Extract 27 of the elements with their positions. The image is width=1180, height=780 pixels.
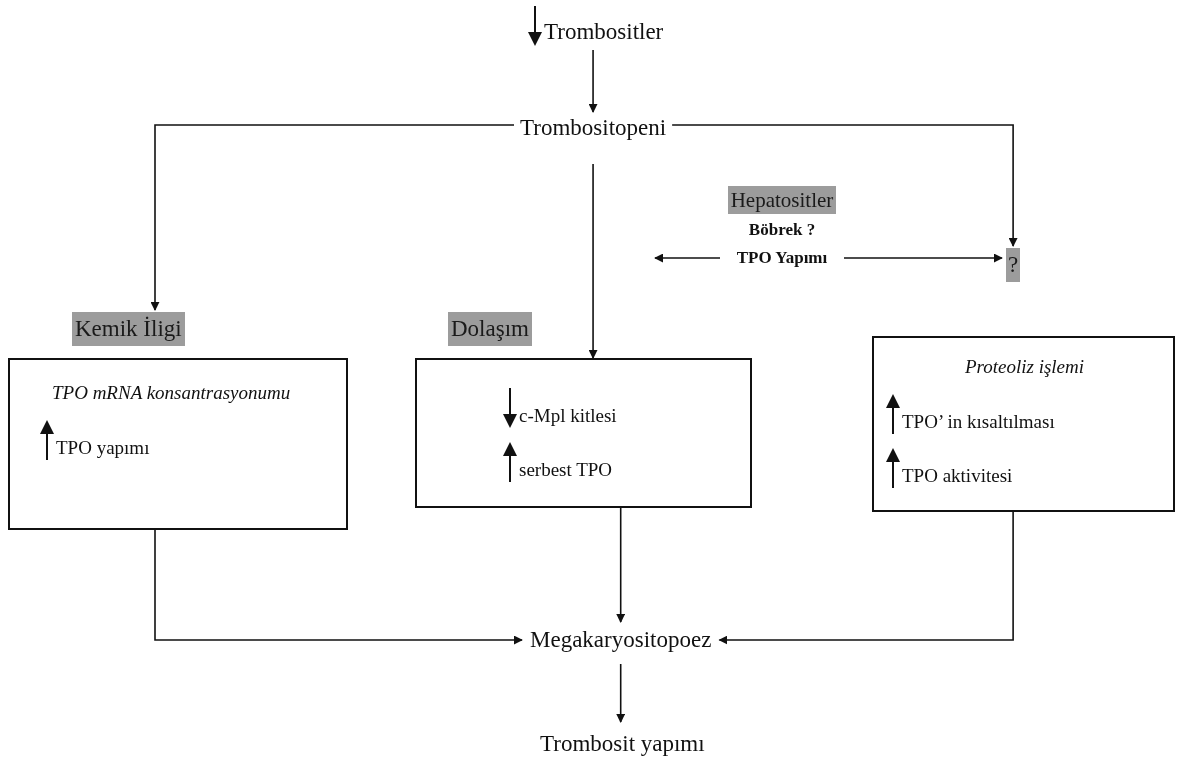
- highlighted-label: Hepatositler: [727, 186, 837, 214]
- node-label: TPO yapımı: [56, 436, 150, 460]
- node-label: c-Mpl kitlesi: [519, 404, 617, 428]
- arrow: [671, 124, 1018, 247]
- arrow: [588, 49, 598, 113]
- node-label: TPO’ in kısaltılması: [902, 410, 1055, 434]
- node-label: TPO mRNA konsantrasyonumu: [52, 381, 292, 405]
- arrow: [843, 253, 1003, 263]
- node-label: Proteoliz işlemi: [963, 355, 1086, 379]
- node-label: Megakaryositopoez: [530, 626, 712, 654]
- node-label: TPO aktivitesi: [902, 464, 1013, 488]
- arrow: [654, 253, 721, 263]
- arrow: [154, 529, 523, 645]
- node-label: Böbrek ?: [748, 219, 816, 241]
- node-label: Trombositopeni: [520, 114, 667, 142]
- arrow: [588, 163, 598, 359]
- node-label: Trombositler: [544, 18, 664, 46]
- section-heading: Dolaşım: [448, 312, 532, 346]
- node-label: Trombosit yapımı: [540, 730, 705, 758]
- section-heading: Kemik İligi: [72, 312, 185, 346]
- arrow: [718, 511, 1014, 645]
- arrow: [616, 663, 626, 723]
- node-label: serbest TPO: [519, 458, 613, 482]
- arrow: [616, 507, 626, 623]
- arrow: [150, 124, 515, 311]
- highlighted-label: ?: [1006, 248, 1021, 282]
- node-label: TPO Yapımı: [736, 247, 828, 269]
